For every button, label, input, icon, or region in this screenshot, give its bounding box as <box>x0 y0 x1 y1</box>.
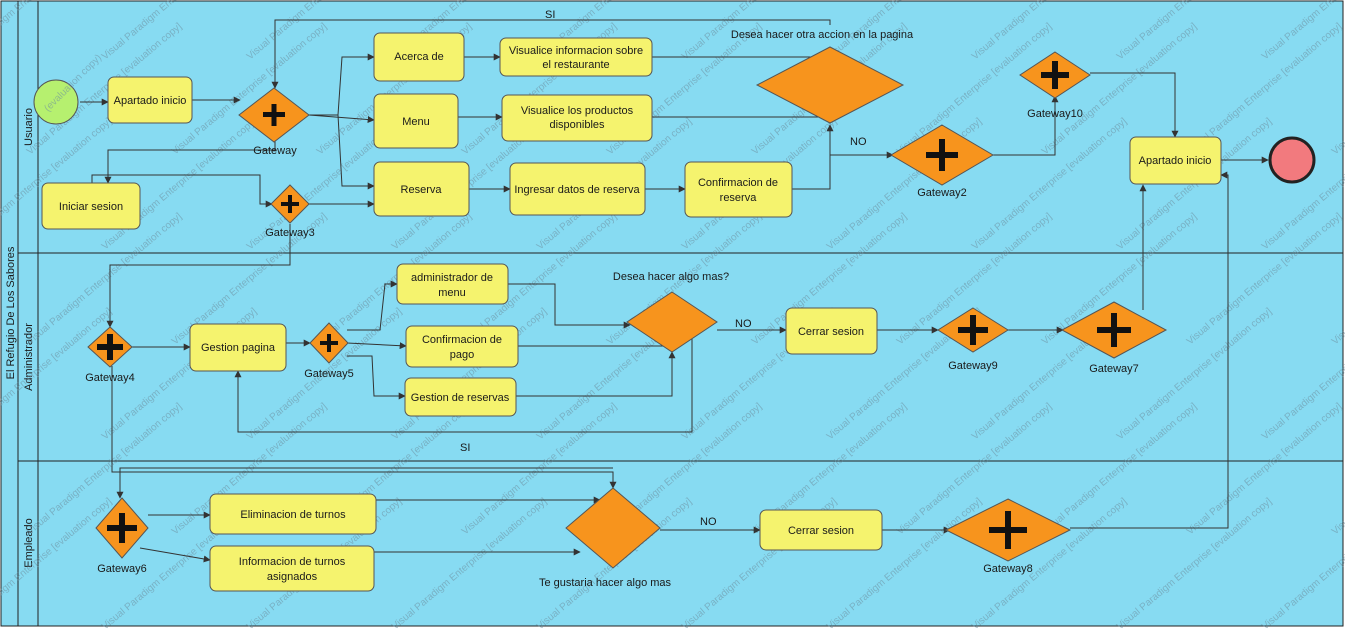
flow-label-si-top: SI <box>545 9 555 21</box>
gateway-label: Gateway10 <box>1027 108 1083 120</box>
task-label-line1: Confirmacion de <box>698 177 778 189</box>
task-confirmacion-reserva[interactable]: Confirmacion de reserva <box>684 161 793 218</box>
task-label-line2: reserva <box>720 192 758 204</box>
decision-algo-mas[interactable]: Desea hacer algo mas? <box>613 271 729 353</box>
gateway-label: Gateway3 <box>265 227 315 239</box>
gateway-main[interactable]: Gateway <box>238 87 310 157</box>
decision-label: Desea hacer algo mas? <box>613 271 729 283</box>
flow-label-no-emp: NO <box>700 516 717 528</box>
task-visualice-productos[interactable]: Visualice los productos disponibles <box>501 94 653 142</box>
decision-gustaria[interactable]: Te gustaria hacer algo mas <box>539 487 672 589</box>
task-gestion-pagina[interactable]: Gestion pagina <box>189 323 287 372</box>
task-label: Menu <box>402 116 430 128</box>
gateway-label: Gateway9 <box>948 360 998 372</box>
gateway-label: Gateway7 <box>1089 363 1139 375</box>
task-label: Gestion de reservas <box>411 392 510 404</box>
sequence-flows <box>80 19 1269 563</box>
task-label: Gestion pagina <box>201 342 276 354</box>
gateway-label: Gateway4 <box>85 372 135 384</box>
task-eliminacion-turnos[interactable]: Eliminacion de turnos <box>209 493 377 535</box>
task-label: Iniciar sesion <box>59 201 123 213</box>
gateway7[interactable]: Gateway7 <box>1060 301 1168 375</box>
decision-otra-accion[interactable]: Desea hacer otra accion en la pagina <box>731 29 914 124</box>
task-acerca-de[interactable]: Acerca de <box>373 32 465 82</box>
task-label: Apartado inicio <box>114 95 187 107</box>
gateway-label: Gateway5 <box>304 368 354 380</box>
task-reserva[interactable]: Reserva <box>373 161 470 217</box>
task-label-line1: Informacion de turnos <box>239 556 346 568</box>
gateway-label: Gateway2 <box>917 187 967 199</box>
task-visualice-informacion[interactable]: Visualice informacion sobre el restauran… <box>499 37 653 77</box>
task-label-line2: asignados <box>267 571 318 583</box>
task-cerrar-sesion-admin[interactable]: Cerrar sesion <box>785 307 878 355</box>
task-label: Reserva <box>401 184 443 196</box>
task-iniciar-sesion[interactable]: Iniciar sesion <box>41 182 141 230</box>
flow-label-si-admin: SI <box>460 442 470 454</box>
task-ingresar-datos[interactable]: Ingresar datos de reserva <box>509 162 646 216</box>
end-event <box>1268 136 1316 184</box>
task-label-line1: administrador de <box>411 272 493 284</box>
task-informacion-turnos[interactable]: Informacion de turnos asignados <box>209 545 375 592</box>
task-apartado-inicio[interactable]: Apartado inicio <box>107 76 193 124</box>
gateway5[interactable]: Gateway5 <box>304 322 354 380</box>
task-label-line2: menu <box>438 287 466 299</box>
gateway4[interactable]: Gateway4 <box>85 326 135 384</box>
task-label: Cerrar sesion <box>798 326 864 338</box>
gateway2[interactable]: Gateway2 <box>890 124 994 199</box>
task-label: Acerca de <box>394 51 444 63</box>
decision-label: Desea hacer otra accion en la pagina <box>731 29 914 41</box>
task-label: Eliminacion de turnos <box>240 509 346 521</box>
lane-title-usuario: Usuario <box>23 108 35 146</box>
task-label: Ingresar datos de reserva <box>514 184 640 196</box>
gateway6[interactable]: Gateway6 <box>95 497 149 575</box>
task-gestion-reservas[interactable]: Gestion de reservas <box>404 377 517 417</box>
task-label-line2: pago <box>450 349 474 361</box>
task-cerrar-sesion-emp[interactable]: Cerrar sesion <box>759 509 883 551</box>
pool-title: El Refugio De Los Sabores <box>5 246 17 379</box>
gateway-label: Gateway8 <box>983 563 1033 575</box>
task-label-line2: el restaurante <box>542 59 609 71</box>
flow-label-no-user: NO <box>850 136 867 148</box>
task-apartado-inicio-final[interactable]: Apartado inicio <box>1129 136 1222 185</box>
task-label-line1: Visualice los productos <box>521 105 634 117</box>
lane-title-empleado: Empleado <box>23 518 35 568</box>
gateway-label: Gateway <box>253 145 297 157</box>
flow-label-no-admin: NO <box>735 318 752 330</box>
gateway10[interactable]: Gateway10 <box>1019 51 1091 120</box>
gateway3[interactable]: Gateway3 <box>265 184 315 239</box>
task-label-line1: Confirmacion de <box>422 334 502 346</box>
task-administrador-menu[interactable]: administrador de menu <box>396 263 509 305</box>
task-confirmacion-pago[interactable]: Confirmacion de pago <box>405 325 519 368</box>
gateway8[interactable]: Gateway8 <box>944 498 1072 575</box>
decision-label: Te gustaria hacer algo mas <box>539 577 672 589</box>
task-menu[interactable]: Menu <box>373 93 459 149</box>
gateway9[interactable]: Gateway9 <box>937 307 1009 372</box>
task-label-line1: Visualice informacion sobre <box>509 45 643 57</box>
gateway-label: Gateway6 <box>97 563 147 575</box>
task-label-line2: disponibles <box>549 119 605 131</box>
lane-title-administrador: Administrador <box>23 323 35 391</box>
task-label: Cerrar sesion <box>788 525 854 537</box>
task-label: Apartado inicio <box>1139 155 1212 167</box>
